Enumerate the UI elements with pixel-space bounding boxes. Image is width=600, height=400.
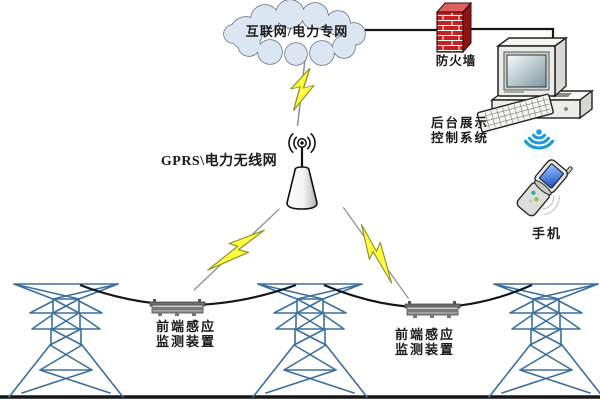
transmission-tower-icon	[252, 283, 368, 398]
line-sensor-device-icon	[404, 300, 461, 319]
mobile-phone-label: 手机	[531, 226, 562, 241]
antenna-icon	[286, 133, 318, 210]
gprs-network-label: GPRS\电力无线网	[160, 154, 278, 169]
backend-system-label: 后台展示 控制系统	[424, 116, 496, 146]
transmission-tower-icon	[488, 283, 600, 398]
sensor-right-label-line2: 监测装置	[394, 342, 455, 358]
line-sensor-device-icon	[149, 298, 206, 317]
keyboard-icon	[476, 93, 554, 133]
sensor-left-label-line2: 监测装置	[155, 334, 216, 350]
sensor-left-label: 前端感应 监测装置	[140, 319, 232, 350]
firewall-label: 防火墙	[435, 54, 477, 68]
transmission-tower-icon	[8, 283, 124, 398]
firewall-brick-wall-icon	[435, 1, 473, 54]
cloud-icon	[223, 0, 366, 66]
backend-system-label-line2: 控制系统	[430, 130, 489, 145]
flip-phone-icon	[516, 159, 573, 217]
desktop-computer-icon	[476, 36, 595, 133]
sensor-right-label-line1: 前端感应	[394, 327, 455, 342]
sensor-right-label: 前端感应 监测装置	[378, 327, 472, 358]
backend-system-label-line1: 后台展示	[430, 116, 489, 130]
sensor-left-label-line1: 前端感应	[155, 319, 216, 334]
cloud-label: 互联网/电力专网	[245, 24, 349, 39]
wireless-signal-icon	[523, 129, 555, 150]
